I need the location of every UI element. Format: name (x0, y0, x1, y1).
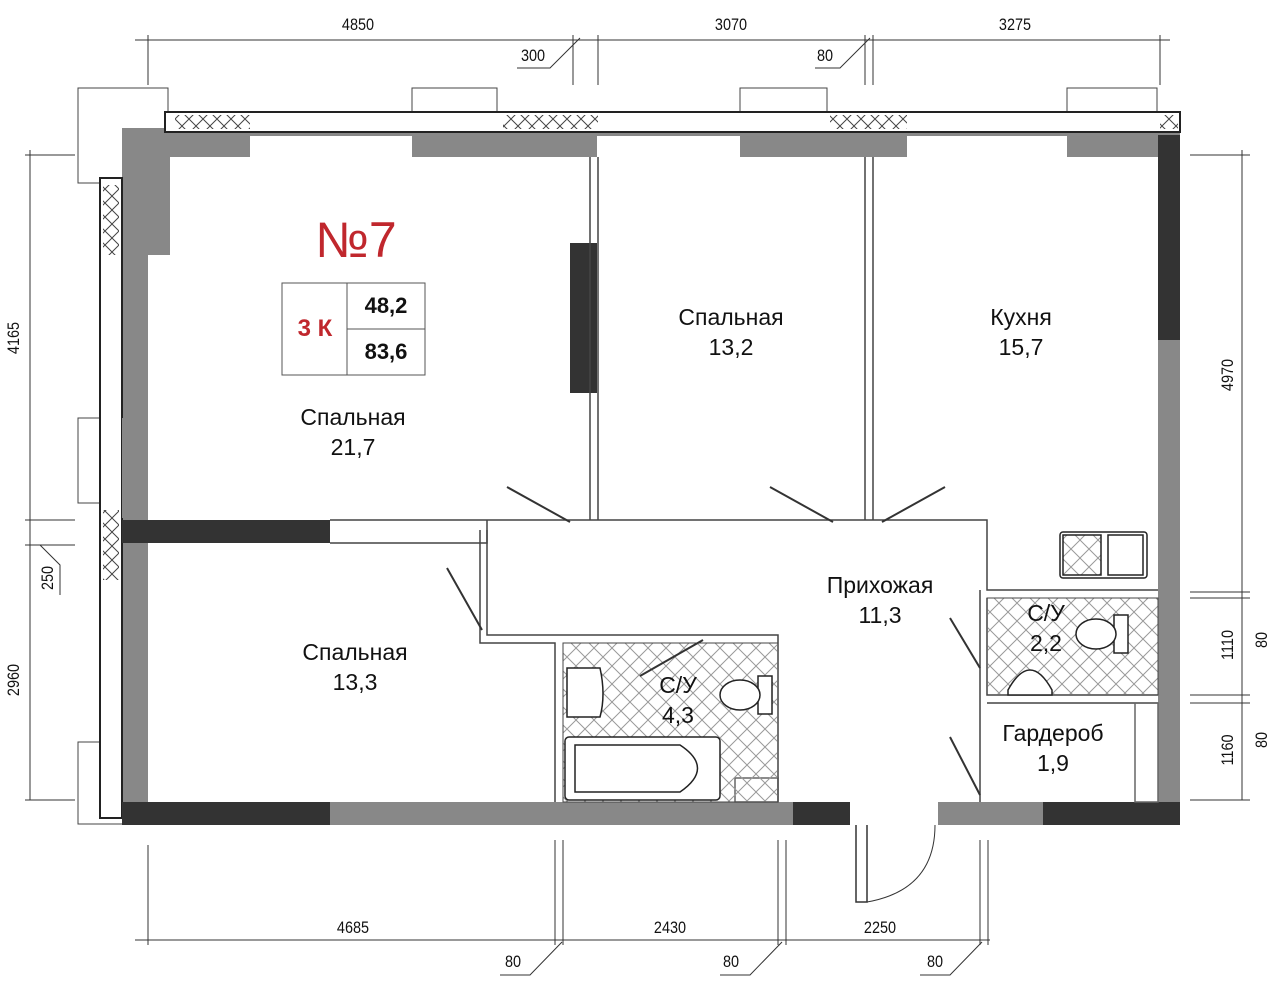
toilet-icon (719, 675, 773, 715)
doors (446, 486, 981, 903)
room-name: С/У (1027, 600, 1065, 626)
room-name: Спальная (300, 404, 406, 430)
wc-tiles (986, 597, 1159, 696)
dimension-lines (25, 35, 1250, 976)
total-area: 83,6 (364, 339, 408, 364)
dim-bottom: 80 (504, 952, 522, 971)
sink-icon (566, 667, 604, 718)
living-area: 48,2 (364, 293, 408, 318)
dim-bottom: 2430 (653, 918, 687, 937)
exterior-walls (77, 87, 1181, 825)
dim-right: 4970 (1218, 358, 1237, 392)
dim-right: 1160 (1218, 734, 1237, 766)
room-name: Спальная (678, 304, 784, 330)
area-table (281, 282, 426, 376)
dim-left: 4165 (4, 321, 23, 355)
dim-left: 2960 (4, 663, 23, 697)
sink-icon (1007, 669, 1053, 696)
room-area: 4,3 (662, 702, 694, 728)
dim-top: 80 (816, 46, 834, 65)
room-bedroom-1: Спальная 21,7 (300, 402, 405, 462)
room-wardrobe: Гардероб 1,9 (1002, 718, 1103, 778)
room-area: 11,3 (858, 602, 902, 628)
room-name: Спальная (302, 639, 408, 665)
room-kitchen: Кухня 15,7 (990, 302, 1052, 362)
dim-top: 3275 (998, 15, 1032, 34)
room-name: Кухня (990, 304, 1052, 330)
room-area: 15,7 (998, 334, 1044, 360)
room-hallway: Прихожая 11,3 (827, 570, 934, 630)
dim-right: 80 (1252, 731, 1271, 749)
dim-top: 4850 (341, 15, 375, 34)
dim-top: 3070 (714, 15, 748, 34)
apartment-number: №7 (315, 212, 397, 268)
room-area: 21,7 (330, 434, 376, 460)
room-wc: С/У 2,2 (1027, 598, 1065, 658)
dim-top: 300 (520, 46, 546, 65)
room-count: 3 К (297, 315, 333, 342)
room-area: 13,3 (332, 669, 378, 695)
room-name: Прихожая (826, 572, 934, 598)
dim-left: 250 (38, 565, 57, 591)
dim-bottom: 80 (722, 952, 740, 971)
room-area: 13,2 (708, 334, 754, 360)
room-bathroom: С/У 4,3 (659, 670, 697, 730)
dim-bottom: 2250 (863, 918, 897, 937)
room-name: Гардероб (1002, 720, 1104, 746)
toilet-icon (1075, 614, 1129, 654)
room-bedroom-2: Спальная 13,2 (678, 302, 783, 362)
room-bedroom-3: Спальная 13,3 (302, 637, 407, 697)
dim-bottom: 4685 (336, 918, 370, 937)
fixtures (564, 531, 1148, 801)
room-name: С/У (659, 672, 697, 698)
interior-walls (122, 157, 1159, 803)
dim-right: 1110 (1218, 629, 1237, 661)
dim-right: 80 (1252, 631, 1271, 649)
room-area: 2,2 (1030, 630, 1062, 656)
dim-bottom: 80 (926, 952, 944, 971)
room-area: 1,9 (1037, 750, 1069, 776)
